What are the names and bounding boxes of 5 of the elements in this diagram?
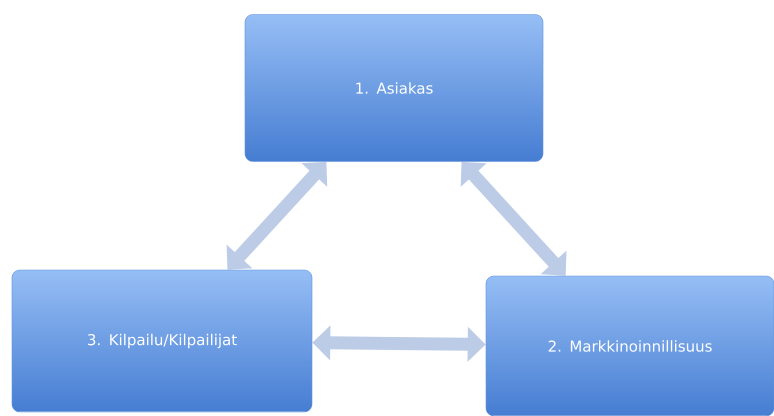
process-box: 1. Asiakas xyxy=(244,14,544,162)
double-arrow xyxy=(226,162,328,270)
process-box: 3. Kilpailu/Kilpailijat xyxy=(12,270,312,412)
double-arrow xyxy=(460,162,566,276)
process-box: 2. Markkinoinnillisuus xyxy=(486,276,774,416)
